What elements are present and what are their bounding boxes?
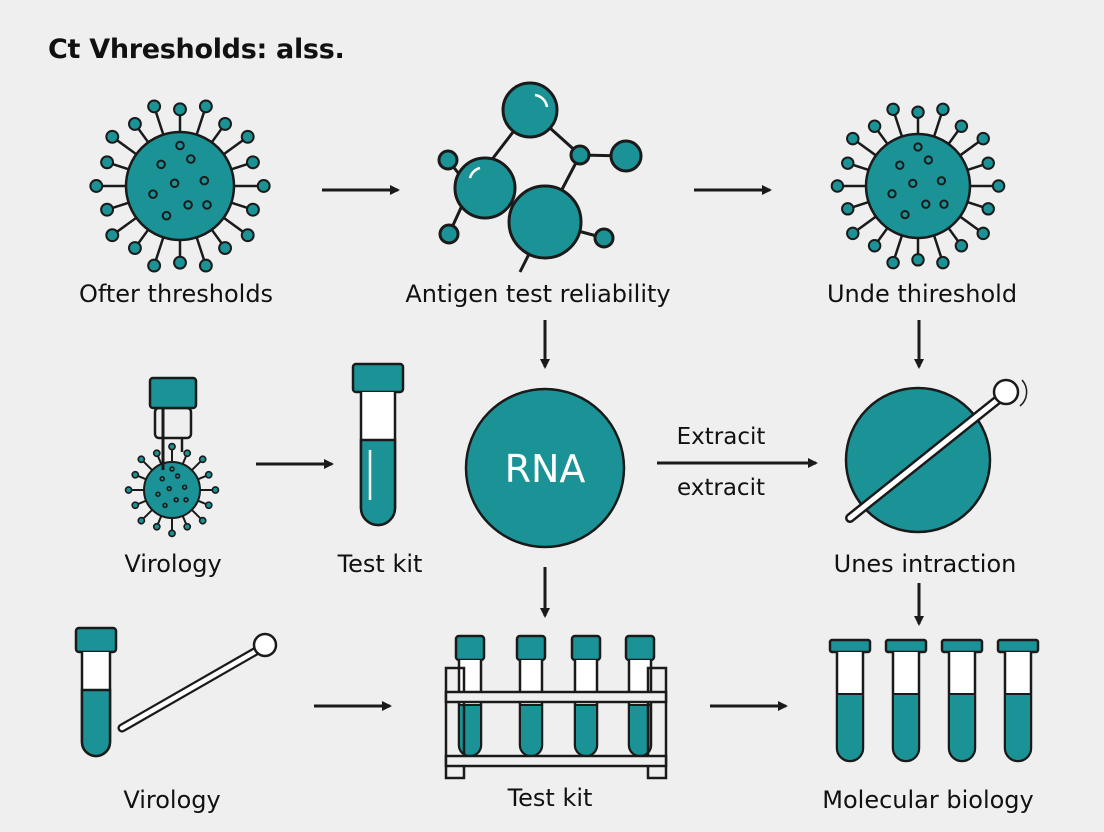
virus-icon-left xyxy=(89,99,271,273)
virus-icon-right xyxy=(830,102,1006,270)
label-testkit-bottom: Test kit xyxy=(507,784,593,812)
test-kit-tube-icon xyxy=(351,362,405,527)
swab-stick-icon xyxy=(117,632,278,733)
label-testkit-mid: Test kit xyxy=(337,550,423,578)
swab-circle-icon xyxy=(844,378,1028,534)
molecular-tubes-icon xyxy=(828,638,1040,763)
label-virology-bottom: Virology xyxy=(123,786,221,814)
sample-tube-icon xyxy=(148,376,198,470)
label-virus-left: Ofter thresholds xyxy=(78,280,274,308)
label-swab-circle: Unes intraction xyxy=(833,550,1017,578)
tube-rack-icon xyxy=(444,634,668,780)
molecule-icon xyxy=(437,81,643,273)
label-virus-right: Unde thireshold xyxy=(826,280,1018,308)
virus-icon-small xyxy=(124,442,220,538)
bottom-tube-icon xyxy=(74,626,118,758)
label-molecular-biology: Molecular biology xyxy=(822,786,1034,814)
flow-arrows xyxy=(256,185,924,711)
label-virology-mid: Virology xyxy=(124,550,222,578)
label-extract-top: Extracit xyxy=(676,424,766,450)
diagram-title: Ct Vhresholds: alss. xyxy=(48,34,345,65)
label-extract-bottom: extracit xyxy=(677,475,765,501)
rna-label: RNA xyxy=(505,447,586,491)
rna-node: RNA xyxy=(464,387,626,549)
label-molecule: Antigen test reliability xyxy=(405,280,671,308)
